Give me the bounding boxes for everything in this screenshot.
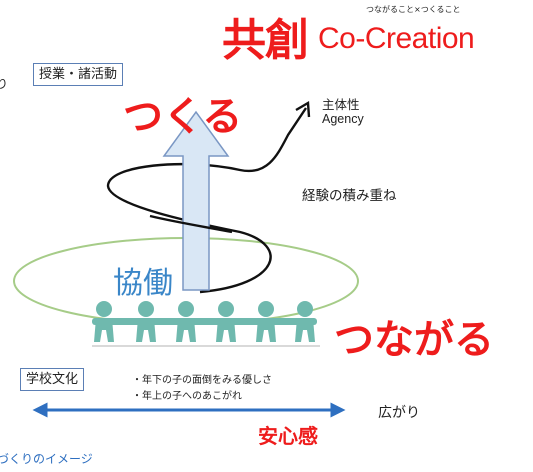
- tsukuru-word: つくる: [123, 94, 243, 140]
- shutaisei-label: 主体性: [322, 97, 360, 112]
- note-kindness: ・年下の子の面倒をみる優しさ: [132, 375, 272, 386]
- title-english: Co-Creation: [318, 22, 475, 55]
- sense-of-security-word: 安心感: [258, 424, 318, 448]
- school-culture-label: 学校文化: [20, 368, 85, 391]
- upward-arrow: [162, 110, 230, 291]
- agency-arrowhead-icon: [295, 100, 311, 118]
- experience-label: 経験の積み重ね: [302, 188, 397, 204]
- tsunagaru-word: つながる: [334, 317, 494, 363]
- people-chain-icon: [92, 301, 317, 342]
- agency-label: Agency: [322, 112, 364, 126]
- caption-fragment: づくりのイメージ: [0, 452, 93, 466]
- note-admiration: ・年上の子へのあこがれ: [132, 391, 242, 402]
- title-kanji: 共創: [222, 15, 309, 66]
- kyoudou-word: 協働: [113, 266, 173, 301]
- spread-label: 広がり: [378, 405, 420, 421]
- left-text-fragment: り: [0, 77, 9, 91]
- title-subtitle: つながること×つくること: [366, 5, 461, 14]
- experience-spiral-front: [149, 214, 233, 234]
- experience-spiral-loop: [106, 107, 307, 294]
- lessons-activities-label: 授業・諸活動: [33, 63, 124, 86]
